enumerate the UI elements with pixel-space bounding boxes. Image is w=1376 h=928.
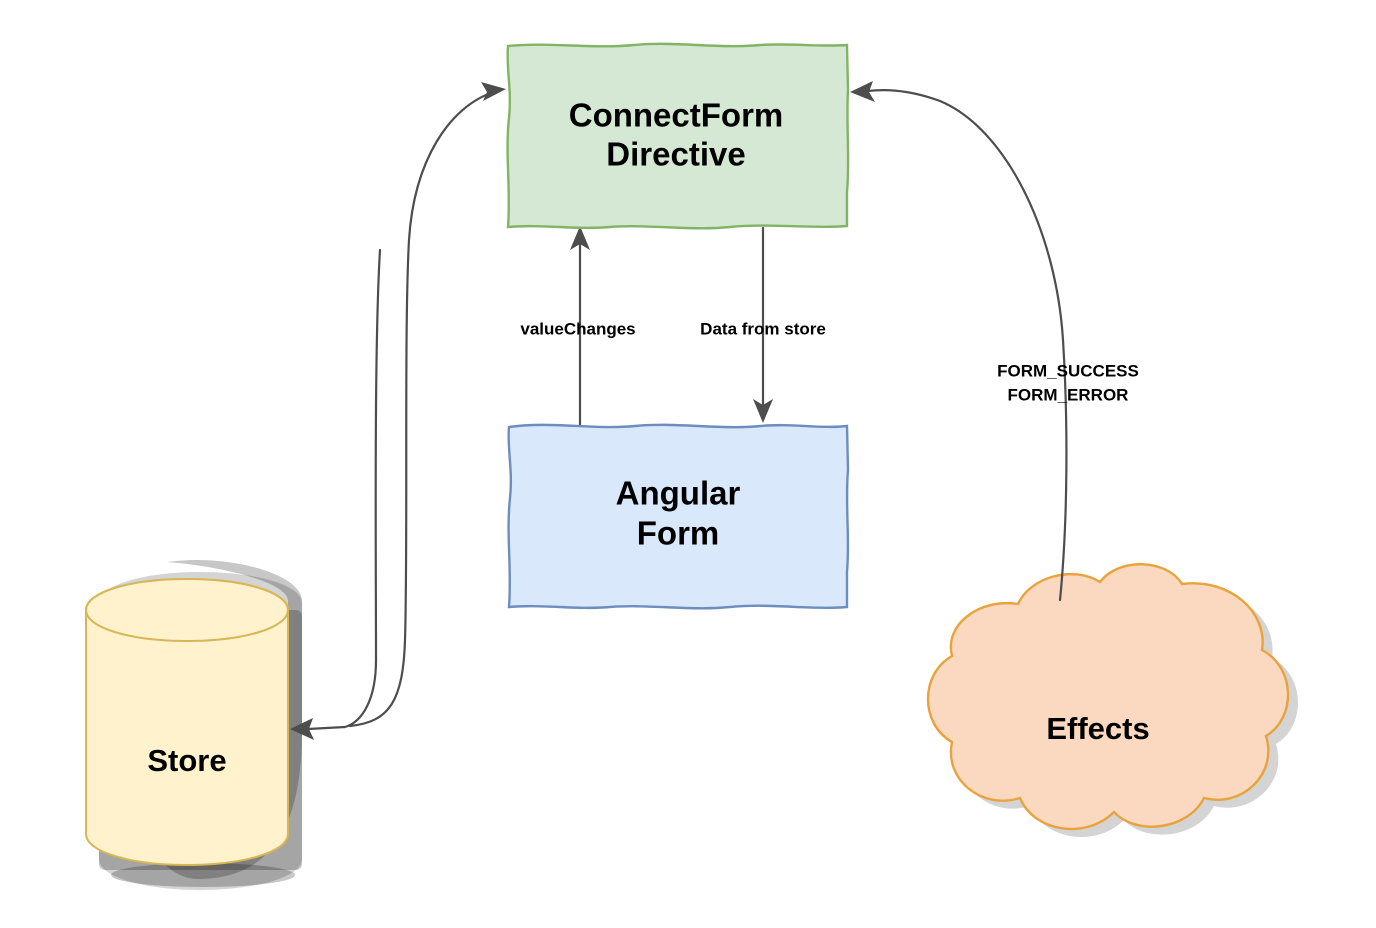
edge-form-to-connectform[interactable]: valueChanges: [520, 226, 636, 427]
effects-node[interactable]: Effects: [926, 563, 1290, 831]
edge-store-to-connectform-path: [348, 90, 496, 728]
edge-label-form-success: FORM_SUCCESS: [997, 361, 1139, 380]
connectform-directive-label-line1: ConnectForm: [569, 97, 784, 134]
effects-cloud-shape: [926, 563, 1290, 831]
connectform-directive-node[interactable]: ConnectForm Directive: [506, 42, 850, 230]
edge-label-data-from-store: Data from store: [700, 319, 826, 338]
angular-form-box: [507, 423, 850, 610]
edge-connectform-to-store-arrowhead: [290, 718, 314, 740]
angular-form-label-line1: Angular: [616, 475, 741, 512]
connectform-directive-label-line2: Directive: [606, 136, 745, 173]
edge-connectform-to-form[interactable]: Data from store: [700, 226, 826, 423]
store-node[interactable]: Store: [84, 577, 290, 867]
store-label: Store: [147, 743, 226, 778]
edge-store-to-connectform[interactable]: [348, 82, 506, 728]
connectform-directive-box: [506, 42, 850, 230]
edge-label-value-changes: valueChanges: [520, 319, 635, 338]
edge-connectform-to-form-arrowhead: [753, 399, 773, 423]
edge-effects-to-connectform[interactable]: FORM_SUCCESS FORM_ERROR: [850, 81, 1139, 602]
store-cylinder-top: [84, 577, 290, 643]
edge-connectform-to-store-path: [306, 248, 382, 731]
effects-label: Effects: [1046, 711, 1149, 746]
edge-form-to-connectform-arrowhead: [570, 226, 590, 250]
angular-form-node[interactable]: Angular Form: [507, 423, 850, 610]
edge-effects-to-connectform-path: [866, 89, 1068, 602]
edge-effects-to-connectform-arrowhead: [850, 81, 875, 102]
edge-label-form-error: FORM_ERROR: [1008, 385, 1129, 404]
edge-store-to-connectform-arrowhead: [481, 82, 506, 101]
store-shadow-base: [111, 863, 295, 887]
angular-form-label-line2: Form: [637, 515, 720, 552]
edge-connectform-to-store[interactable]: [290, 248, 382, 740]
edges-layer: valueChanges Data from store FORM_SUCCES…: [290, 81, 1139, 740]
